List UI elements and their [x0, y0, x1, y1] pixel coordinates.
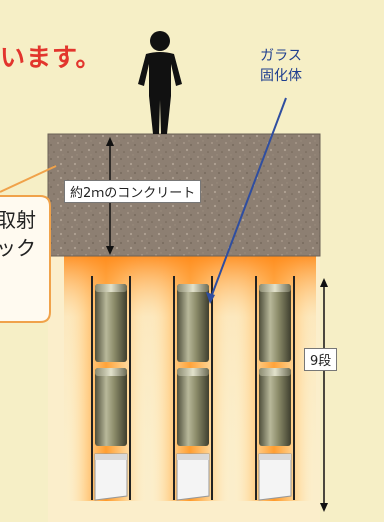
- canister-column-1: [91, 276, 131, 501]
- callout-line1: 取射: [0, 208, 36, 232]
- glass-label-line1: ガラス: [260, 48, 302, 64]
- concrete-thickness-label: 約2ｍのコンクリート: [64, 180, 202, 203]
- glass-label-line2: 固化体: [260, 68, 302, 84]
- callout-box: [0, 195, 51, 323]
- stack-height-arrow: [320, 278, 328, 512]
- canister-column-2: [173, 276, 213, 501]
- callout-pointer: [0, 165, 57, 193]
- glass-canister-label: ガラス 固化体: [236, 46, 326, 86]
- callout-text: 取射 ック: [0, 206, 36, 262]
- person-silhouette-icon: [138, 31, 182, 134]
- stack-count-label: 9段: [304, 348, 338, 371]
- header-text: います。: [0, 43, 102, 72]
- callout-line2: ック: [0, 236, 36, 260]
- glass-canister-pointer: [206, 97, 287, 304]
- canister-column-3: [255, 276, 295, 501]
